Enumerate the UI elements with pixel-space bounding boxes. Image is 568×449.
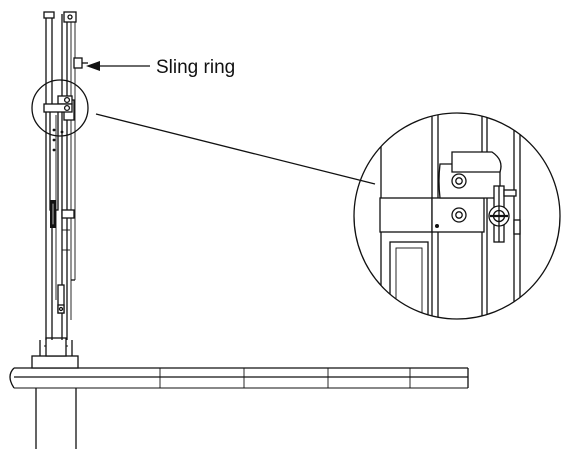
- sling-ring-callout: Sling ring: [86, 57, 235, 78]
- sling-ring: [73, 57, 88, 69]
- sling-ring-label: Sling ring: [156, 57, 235, 78]
- floor-structure: [9, 367, 469, 449]
- detail-leader-line: [95, 113, 376, 185]
- magnified-detail: [353, 112, 561, 320]
- detail-circle-small: [31, 79, 89, 137]
- mast: [43, 11, 77, 340]
- mast-base: [31, 337, 79, 369]
